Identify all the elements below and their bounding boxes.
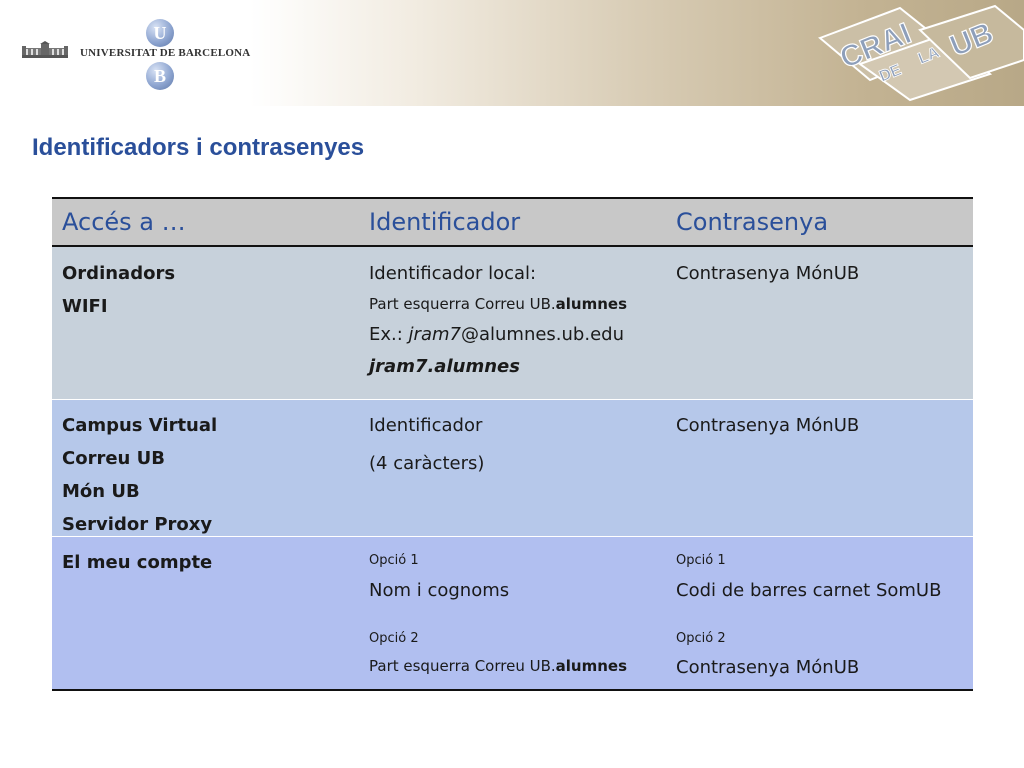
crai-de-la-ub-logo: CRAI DE LA UB [818,4,1024,102]
option-label: Opció 2 [369,631,419,646]
identifier-text: Identificador [369,415,483,436]
access-item: Ordinadors [62,263,176,284]
identifier-text: Part esquerra Correu UB.alumnes [369,290,656,319]
option-value-bold: alumnes [555,657,628,675]
example-username: jram7 [408,324,461,345]
access-item: El meu compte [62,552,213,573]
password-text: Contrasenya MónUB [676,263,860,284]
option-value: Codi de barres carnet SomUB [676,580,942,601]
university-name: UNIVERSITAT DE BARCELONA [80,47,251,59]
example-domain: @alumnes.ub.edu [460,324,624,345]
access-cell: Ordinadors WIFI [52,247,359,399]
ub-logo-u-icon: U [146,19,174,47]
ub-logo-b-icon: B [146,62,174,90]
identifier-text: (4 caràcters) [369,453,485,474]
access-cell: El meu compte [52,537,359,689]
access-item: Servidor Proxy [62,514,213,535]
header-banner: UNIVERSITAT DE BARCELONA U B CRAI DE LA … [0,0,1024,106]
option-value: Part esquerra Correu UB.alumnes [369,654,656,678]
password-cell: Contrasenya MónUB [666,400,973,536]
identifier-cell: Identificador local: Part esquerra Corre… [359,247,666,399]
password-cell: Contrasenya MónUB [666,247,973,399]
access-item: Campus Virtual [62,415,218,436]
header-identifier: Identificador [369,208,521,236]
identifier-text-bold: alumnes [555,295,628,313]
identifier-result: jram7.alumnes [369,356,520,377]
option-value-part: Part esquerra Correu UB. [369,657,556,675]
table-row: El meu compte Opció 1 Nom i cognoms Opci… [52,537,973,689]
header-access: Accés a … [62,208,186,236]
page-title: Identificadors i contrasenyes [32,134,365,161]
table-header-row: Accés a … Identificador Contrasenya [52,199,973,247]
access-cell: Campus Virtual Correu UB Món UB Servidor… [52,400,359,536]
access-item: Correu UB [62,448,165,469]
university-building-logo-icon [22,41,68,58]
table-row: Ordinadors WIFI Identificador local: Par… [52,247,973,400]
option-value: Contrasenya MónUB [676,657,860,678]
identifier-example: Ex.: jram7@alumnes.ub.edu [369,319,656,351]
identifier-cell: Opció 1 Nom i cognoms Opció 2 Part esque… [359,537,666,689]
access-item: Món UB [62,481,140,502]
option-value: Nom i cognoms [369,580,510,601]
option-label: Opció 1 [369,553,419,568]
identifier-text-part: Part esquerra Correu UB. [369,295,556,313]
password-cell: Opció 1 Codi de barres carnet SomUB Opci… [666,537,973,689]
access-item: WIFI [62,296,108,317]
example-prefix: Ex.: [369,324,409,345]
identifier-cell: Identificador (4 caràcters) [359,400,666,536]
header-password: Contrasenya [676,208,829,236]
credentials-table: Accés a … Identificador Contrasenya Ordi… [52,197,973,691]
option-label: Opció 2 [676,631,726,646]
option-label: Opció 1 [676,553,726,568]
password-text: Contrasenya MónUB [676,415,860,436]
identifier-text: Identificador local: [369,263,537,284]
table-row: Campus Virtual Correu UB Món UB Servidor… [52,400,973,537]
